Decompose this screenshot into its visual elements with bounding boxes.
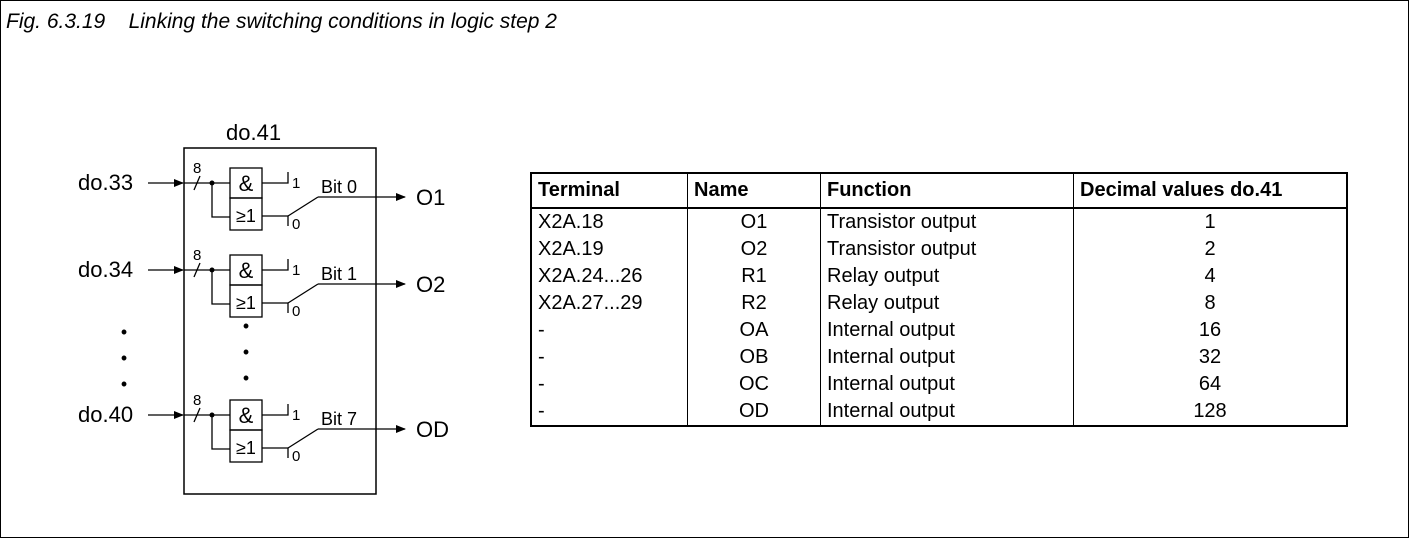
table-cell: O1 [687,208,821,236]
logic-row: do.33 8 & ≥1 1 0 Bit 0 O1 [78,160,445,233]
switch-low-label: 0 [292,216,300,233]
do41-block [183,147,377,495]
bus-slash [193,262,201,278]
bus-width-label: 8 [193,392,201,409]
switch-low-label: 0 [292,303,300,320]
bit-label: Bit 7 [321,409,357,429]
or-gate [229,284,263,318]
ellipsis-dot: • [121,322,127,342]
output-label: OD [416,417,449,442]
column-header: Terminal [530,172,688,209]
table-row: - OC Internal output 64 [530,371,1348,398]
or-symbol: ≥1 [236,438,256,458]
table-cell: Relay output [820,263,1074,290]
table-cell: Internal output [820,371,1074,398]
switch-high-label: 1 [292,407,300,424]
switch-low-label: 0 [292,448,300,465]
table-row: X2A.24...26 R1 Relay output 4 [530,263,1348,290]
bit-label: Bit 1 [321,264,357,284]
table-cell: 128 [1073,398,1348,427]
table-cell: O2 [687,236,821,263]
table-cell: Relay output [820,290,1074,317]
table-cell: 1 [1073,208,1348,236]
bit-label: Bit 0 [321,177,357,197]
table-row: X2A.19 O2 Transistor output 2 [530,236,1348,263]
switch-contact [287,428,319,449]
and-symbol: & [239,171,254,196]
table-cell: X2A.18 [530,208,688,236]
table-header-row: Terminal Name Function Decimal values do… [530,172,1348,209]
input-label: do.40 [78,402,133,427]
switch-contact [287,196,319,217]
output-label: O1 [416,185,445,210]
ellipsis-dot: • [243,342,249,362]
input-label: do.33 [78,170,133,195]
column-header: Function [820,172,1074,209]
table-cell: 4 [1073,263,1348,290]
switch-contact [287,283,319,304]
or-gate [229,197,263,231]
table-row: X2A.27...29 R2 Relay output 8 [530,290,1348,317]
switch-high-label: 1 [292,262,300,279]
table-cell: 16 [1073,317,1348,344]
column-header: Name [687,172,821,209]
table-cell: X2A.27...29 [530,290,688,317]
and-symbol: & [239,258,254,283]
or-symbol: ≥1 [236,293,256,313]
ellipsis-dot: • [243,368,249,388]
bus-slash [193,407,201,423]
table-cell: R2 [687,290,821,317]
table-cell: R1 [687,263,821,290]
table-row: - OB Internal output 32 [530,344,1348,371]
table-cell: X2A.19 [530,236,688,263]
table-cell: OB [687,344,821,371]
table-cell: 2 [1073,236,1348,263]
block-label: do.41 [226,120,281,145]
table-row: - OA Internal output 16 [530,317,1348,344]
table-cell: - [530,398,688,427]
output-table: Terminal Name Function Decimal values do… [530,172,1348,427]
logic-diagram: do.41 do.33 8 & ≥1 1 0 Bit 0 O1 do.34 8 … [78,120,449,495]
or-symbol: ≥1 [236,206,256,226]
logic-row: do.34 8 & ≥1 1 0 Bit 1 O2 [78,247,445,320]
ellipsis-dot: • [121,374,127,394]
or-gate [229,429,263,463]
table-cell: OC [687,371,821,398]
input-label: do.34 [78,257,133,282]
figure-caption: Fig. 6.3.19 Linking the switching condit… [6,10,557,33]
table-cell: X2A.24...26 [530,263,688,290]
table-cell: OD [687,398,821,427]
table-cell: 8 [1073,290,1348,317]
column-header: Decimal values do.41 [1073,172,1348,209]
table-cell: Internal output [820,344,1074,371]
table-cell: - [530,371,688,398]
table-cell: Transistor output [820,236,1074,263]
and-symbol: & [239,403,254,428]
table-cell: Internal output [820,398,1074,427]
table-cell: 32 [1073,344,1348,371]
table-cell: OA [687,317,821,344]
table-cell: Internal output [820,317,1074,344]
output-label: O2 [416,272,445,297]
switch-high-label: 1 [292,175,300,192]
table-cell: 64 [1073,371,1348,398]
table-row: - OD Internal output 128 [530,398,1348,427]
table-cell: - [530,317,688,344]
bus-slash [193,175,201,191]
ellipsis-dot: • [121,348,127,368]
bus-width-label: 8 [193,247,201,264]
bus-width-label: 8 [193,160,201,177]
ellipsis-dot: • [243,316,249,336]
table-cell: - [530,344,688,371]
table-cell: Transistor output [820,208,1074,236]
table-row: X2A.18 O1 Transistor output 1 [530,208,1348,236]
logic-row: do.40 8 & ≥1 1 0 Bit 7 OD [78,392,449,465]
